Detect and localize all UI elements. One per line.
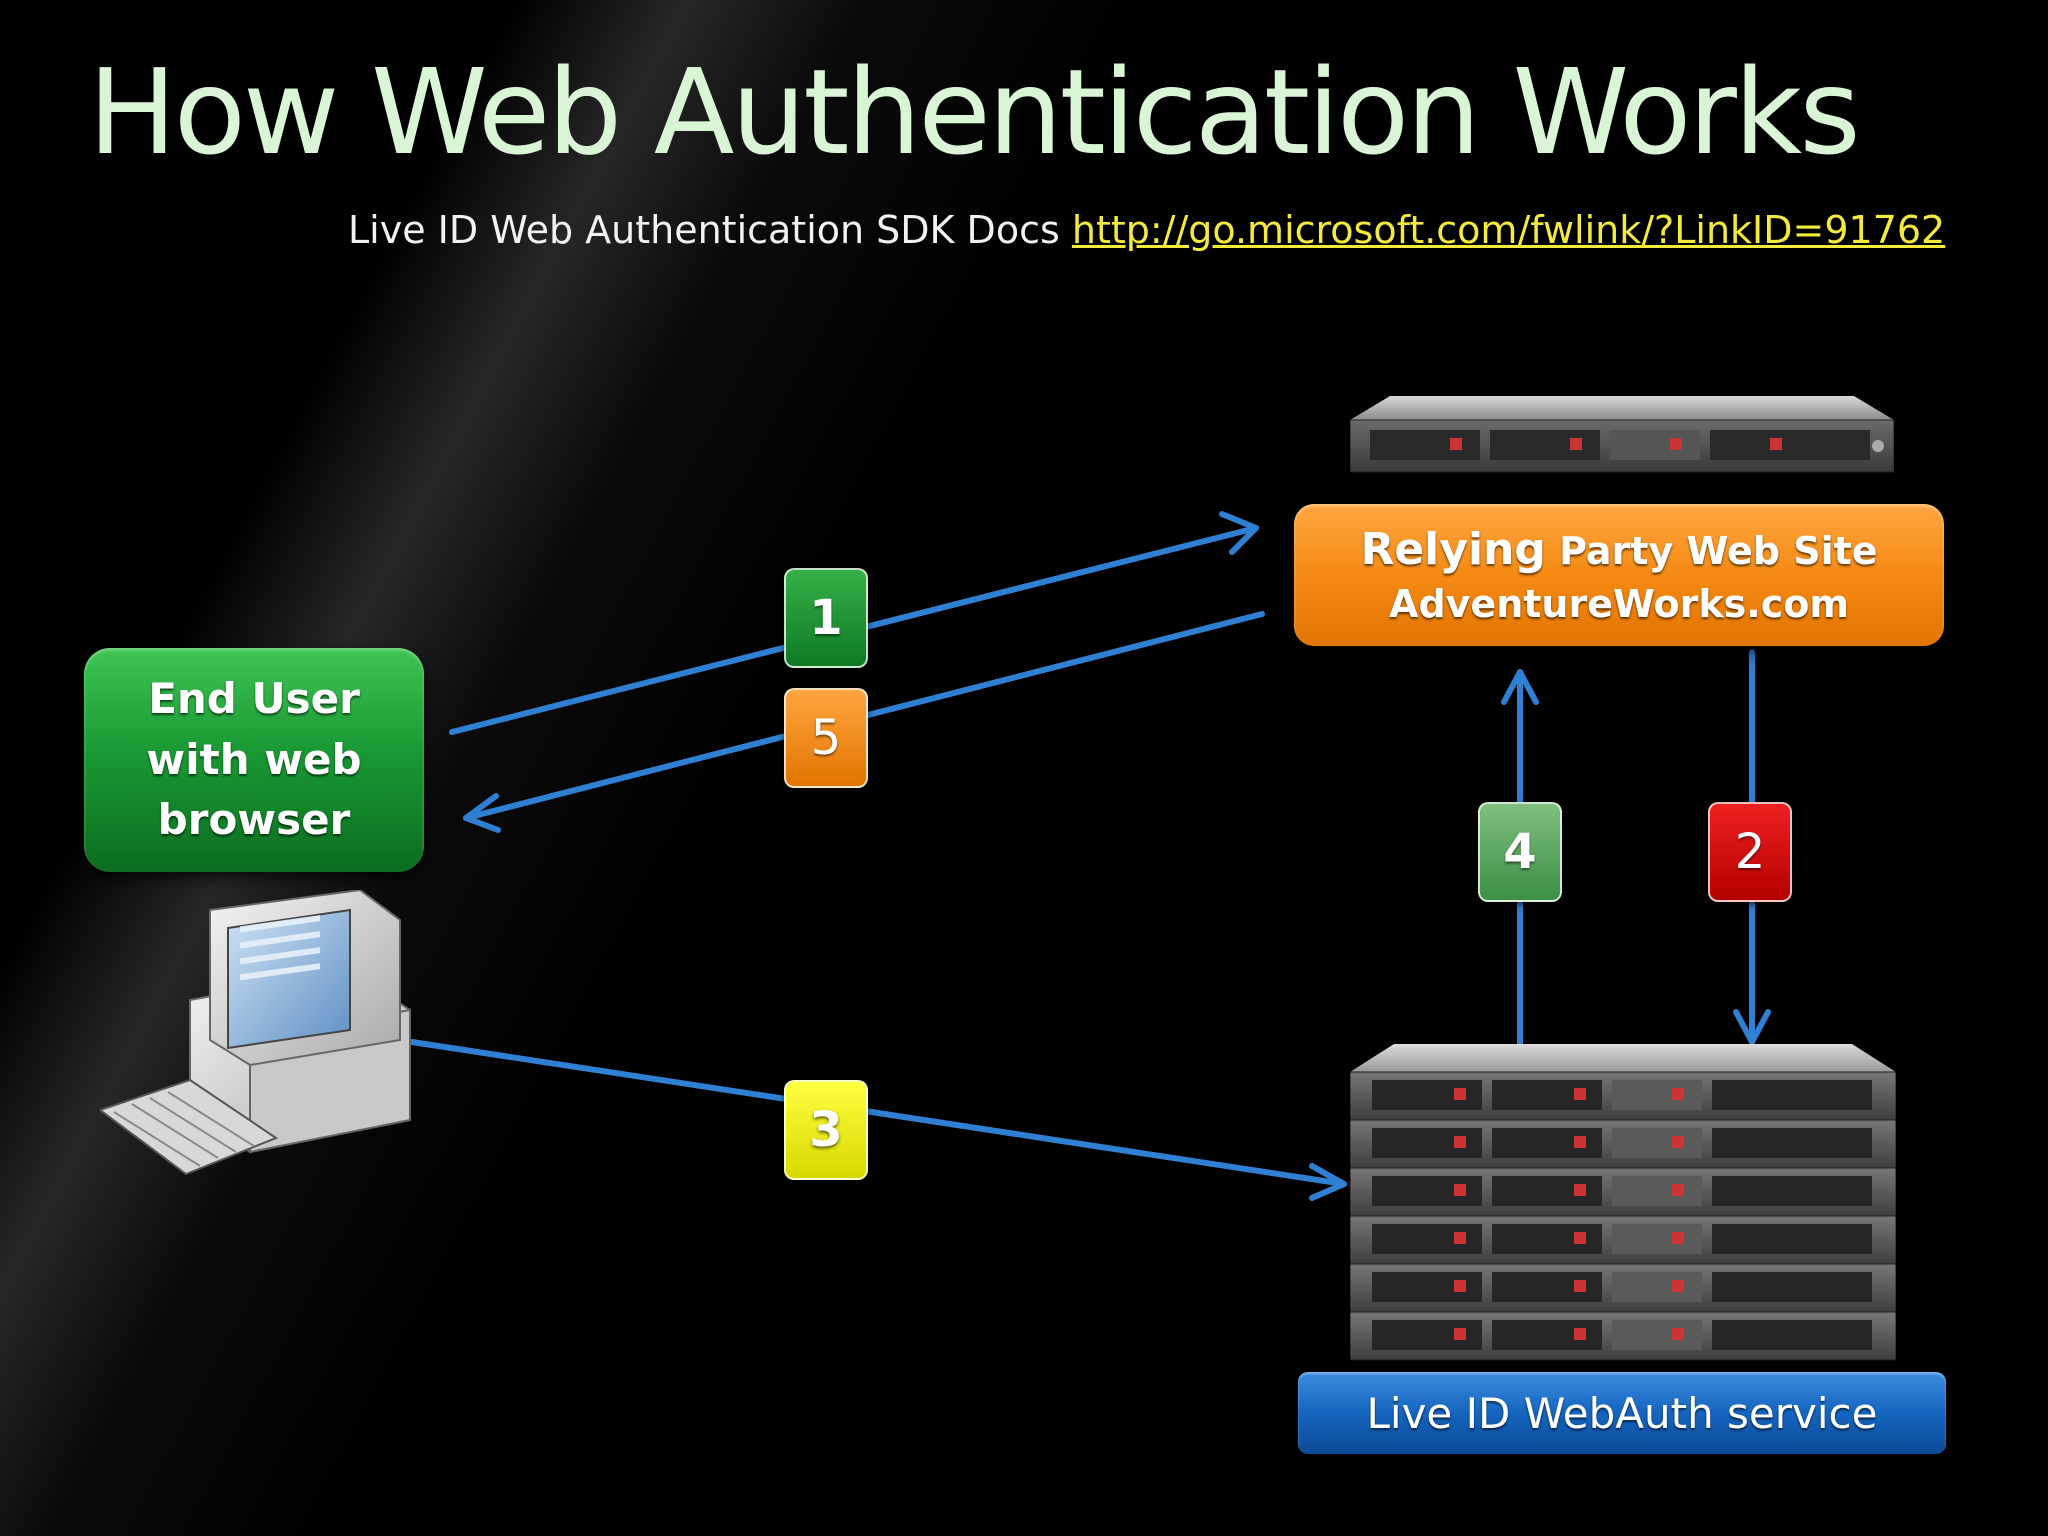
arrow-step-4-head bbox=[1501, 669, 1539, 705]
end-user-box: End User with web browser bbox=[84, 648, 424, 872]
step-badge-4: 4 bbox=[1478, 802, 1562, 902]
live-id-service-label: Live ID WebAuth service bbox=[1366, 1388, 1878, 1438]
arrow-step-2-head bbox=[1733, 1009, 1771, 1045]
arrow-step-5-head bbox=[463, 793, 501, 833]
relying-party-rest: Party Web Site bbox=[1545, 528, 1878, 573]
arrow-step-1-head bbox=[1219, 511, 1259, 555]
slide-subtitle: Live ID Web Authentication SDK Docs http… bbox=[348, 208, 1945, 252]
server-icon bbox=[1350, 396, 1894, 473]
live-id-service-box: Live ID WebAuth service bbox=[1298, 1372, 1946, 1454]
end-user-line-2: with web bbox=[146, 734, 362, 784]
step-badge-5: 5 bbox=[784, 688, 868, 788]
slide-title: How Web Authentication Works bbox=[88, 43, 1861, 181]
sdk-docs-link[interactable]: http://go.microsoft.com/fwlink/?LinkID=9… bbox=[1071, 208, 1946, 252]
relying-party-box: Relying Party Web Site AdventureWorks.co… bbox=[1294, 504, 1944, 646]
step-badge-2: 2 bbox=[1708, 802, 1792, 902]
end-user-line-1: End User bbox=[148, 673, 360, 723]
end-user-line-3: browser bbox=[157, 795, 351, 845]
relying-party-word: Relying bbox=[1360, 523, 1546, 575]
relying-party-domain: AdventureWorks.com bbox=[1389, 582, 1849, 627]
arrow-step-3 bbox=[409, 1039, 1347, 1187]
step-badge-3: 3 bbox=[784, 1080, 868, 1180]
server-rack-icon bbox=[1350, 1044, 1896, 1361]
arrow-step-3-head bbox=[1309, 1163, 1347, 1201]
desktop-computer-icon bbox=[100, 890, 411, 1176]
subtitle-text: Live ID Web Authentication SDK Docs bbox=[348, 208, 1060, 252]
step-badge-1: 1 bbox=[784, 568, 868, 668]
